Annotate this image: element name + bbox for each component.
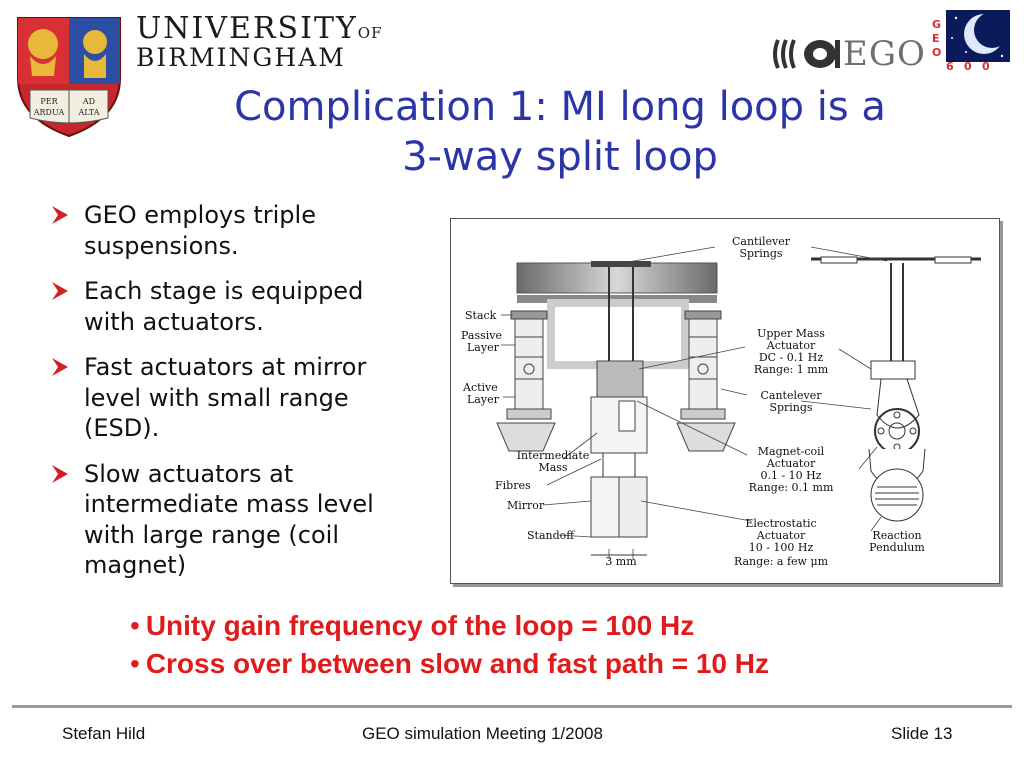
left-stack <box>496 310 556 452</box>
label-cantilever-springs-2: Springs <box>739 247 782 260</box>
university-line1: UNIVERSITY <box>136 11 358 46</box>
suspension-diagram: Cantilever Springs Stack Passive Layer A… <box>450 218 1000 584</box>
crest-motto-1: PER <box>40 97 58 106</box>
geo600-logo: G E O 6 0 0 <box>932 8 1012 74</box>
label-passive-2: Layer <box>467 341 500 354</box>
ego-label: EGO <box>843 34 926 74</box>
slide-title-line1: Complication 1: MI long loop is a <box>234 84 886 130</box>
bullet-item: GEO employs triple suspensions. <box>50 200 420 261</box>
crest-motto-3: ARDUA <box>33 108 65 117</box>
label-active-1: Active <box>462 381 498 394</box>
arrow-bullet-icon <box>52 206 68 224</box>
label-magnet-1: Magnet-coil <box>758 445 825 458</box>
arrow-bullet-icon <box>52 358 68 376</box>
label-upper-2: Actuator <box>766 339 816 352</box>
bullet-text: GEO employs triple suspensions. <box>84 201 316 260</box>
label-magnet-2: Actuator <box>766 457 816 470</box>
label-mirror: Mirror <box>507 499 545 512</box>
label-cantilever-springs-1: Cantilever <box>732 235 791 248</box>
label-intermediate-1: Intermediate <box>517 449 590 462</box>
label-reaction-2: Pendulum <box>869 541 925 554</box>
label-standoff: Standoff <box>527 529 575 542</box>
label-active-2: Layer <box>467 393 500 406</box>
label-upper-3: DC - 0.1 Hz <box>759 351 824 364</box>
label-intermediate-2: Mass <box>538 461 567 474</box>
label-reaction-1: Reaction <box>872 529 921 542</box>
label-upper-4: Range: 1 mm <box>754 363 829 376</box>
footer-divider <box>12 705 1012 708</box>
university-name: UNIVERSITYOF BIRMINGHAM <box>136 14 382 72</box>
label-cantelever-1: Cantelever <box>761 389 823 402</box>
bullet-item: Fast actuators at mirror level with smal… <box>50 352 420 444</box>
bullet-text: Each stage is equipped with actuators. <box>84 277 364 336</box>
university-line2: BIRMINGHAM <box>136 43 346 72</box>
crest-motto-2: AD <box>82 97 95 106</box>
slide-title: Complication 1: MI long loop is a 3-way … <box>170 82 950 182</box>
label-magnet-4: Range: 0.1 mm <box>749 481 834 494</box>
label-magnet-3: 0.1 - 10 Hz <box>760 469 821 482</box>
label-gap: 3 mm <box>605 555 637 568</box>
geo-letter-e: E <box>932 32 940 45</box>
summary-item: •Cross over between slow and fast path =… <box>130 645 990 683</box>
label-electro-1: Electrostatic <box>745 517 816 530</box>
university-crest: PER AD ARDUA ALTA <box>14 14 124 138</box>
bullet-dot-icon: • <box>130 648 140 679</box>
label-fibres: Fibres <box>495 479 531 492</box>
bullet-text: Slow actuators at intermediate mass leve… <box>84 459 374 580</box>
label-electro-2: Actuator <box>756 529 806 542</box>
bullet-list: GEO employs triple suspensions. Each sta… <box>50 200 420 596</box>
geo-digit-6: 6 <box>946 60 954 73</box>
summary-points: •Unity gain frequency of the loop = 100 … <box>130 607 990 683</box>
label-electro-3: 10 - 100 Hz <box>749 541 814 554</box>
geo-letter-o: O <box>932 46 942 59</box>
label-electro-4: Range: a few μm <box>734 555 829 568</box>
label-stack: Stack <box>465 309 497 322</box>
geo-letter-g: G <box>932 18 942 31</box>
bullet-item: Each stage is equipped with actuators. <box>50 276 420 337</box>
crest-motto-4: ALTA <box>77 108 99 117</box>
geo-digit-0b: 0 <box>982 60 990 73</box>
summary-text: Unity gain frequency of the loop = 100 H… <box>145 610 695 641</box>
arrow-bullet-icon <box>52 282 68 300</box>
footer-meeting: GEO simulation Meeting 1/2008 <box>362 724 603 743</box>
bullet-dot-icon: • <box>130 610 140 641</box>
slide-title-line2: 3-way split loop <box>402 134 718 180</box>
footer-author: Stefan Hild <box>62 724 146 743</box>
arrow-bullet-icon <box>52 464 68 483</box>
reaction-pendulum <box>811 256 981 522</box>
bullet-text: Fast actuators at mirror level with smal… <box>84 353 367 442</box>
label-upper-1: Upper Mass <box>757 327 825 340</box>
ego-logo-icon <box>768 30 934 78</box>
central-suspension <box>590 267 648 556</box>
label-passive-1: Passive <box>461 329 502 342</box>
bullet-item: Slow actuators at intermediate mass leve… <box>50 459 420 581</box>
footer-slide-number: Slide 13 <box>891 724 953 743</box>
geo-digit-0a: 0 <box>964 60 972 73</box>
university-of: OF <box>357 24 383 42</box>
summary-text: Cross over between slow and fast path = … <box>145 648 769 679</box>
right-stack <box>676 310 736 452</box>
label-cantelever-2: Springs <box>769 401 812 414</box>
summary-item: •Unity gain frequency of the loop = 100 … <box>130 607 990 645</box>
